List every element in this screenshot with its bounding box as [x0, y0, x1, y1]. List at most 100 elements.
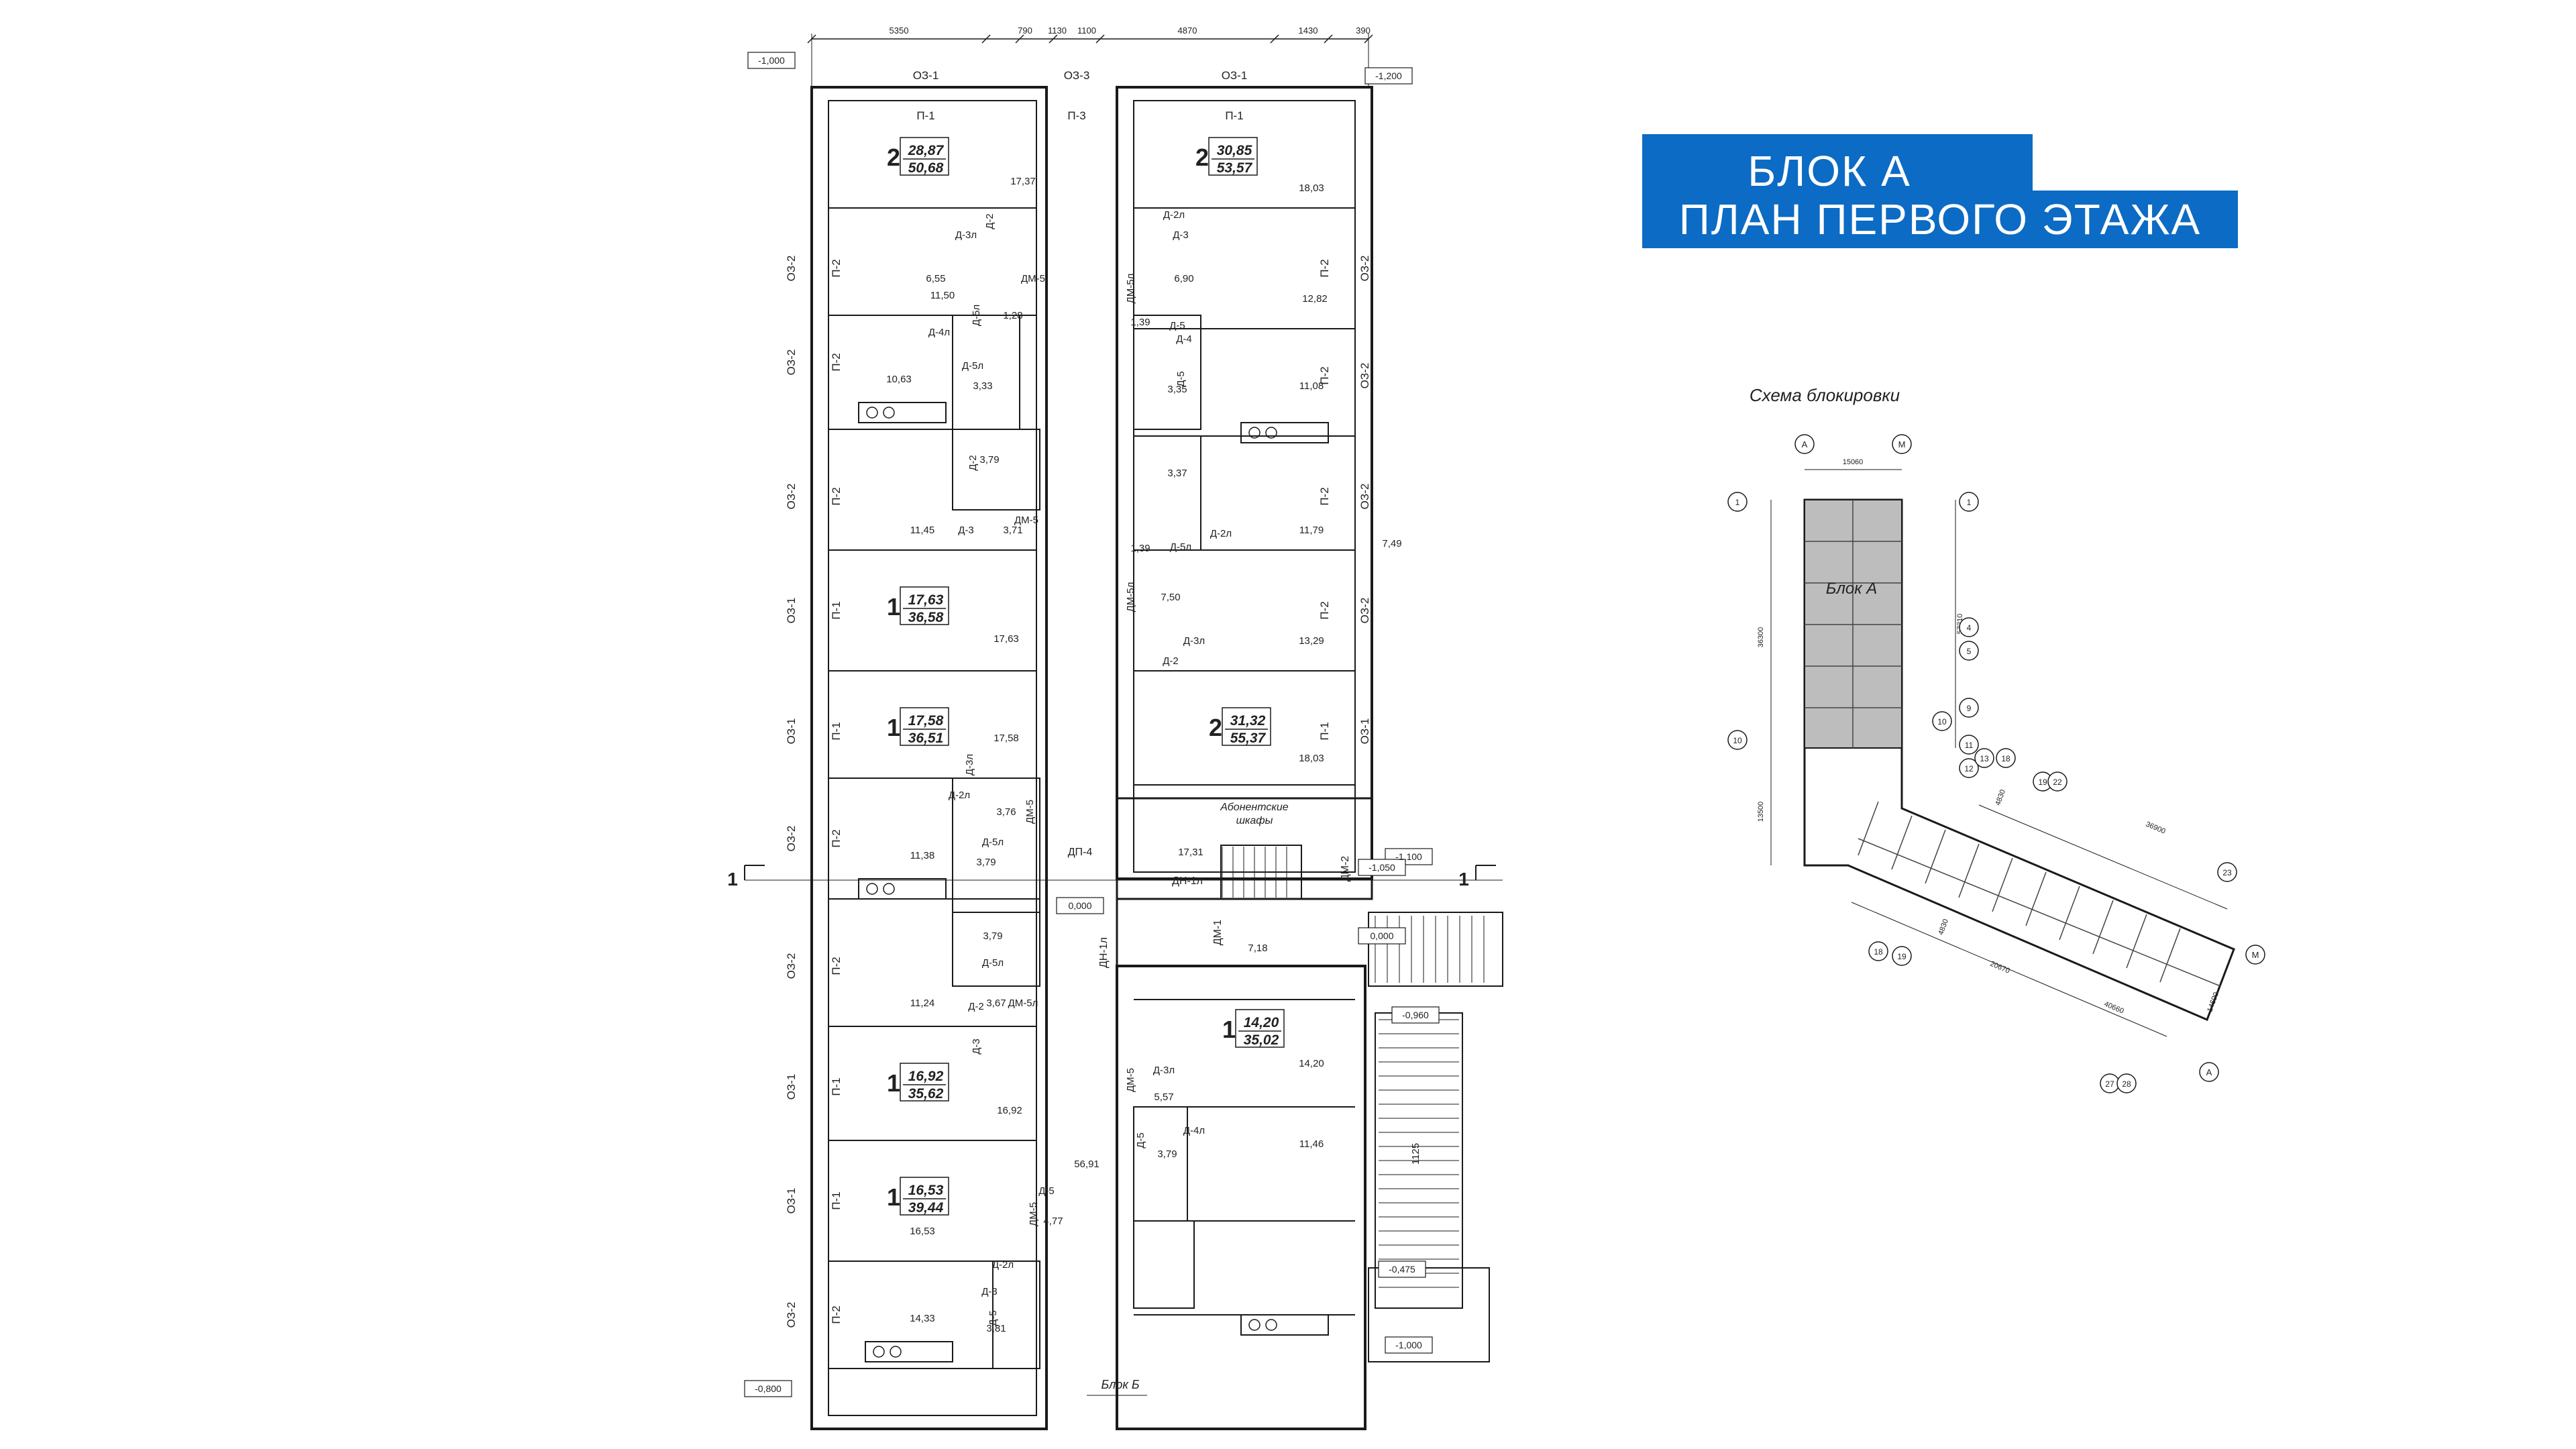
apartment-rooms: 1	[887, 1183, 900, 1211]
scheme-room-line	[2092, 900, 2114, 955]
room-area-right: 17,31	[1178, 847, 1203, 858]
scheme-axis-bubble	[1868, 941, 1888, 961]
apartment-rooms: 1	[887, 1069, 900, 1097]
level-box	[1385, 1336, 1433, 1354]
door-tag: Д-2	[1163, 655, 1179, 667]
entrance-lobby	[1116, 797, 1373, 900]
scheme-dim: 36300	[1757, 627, 1765, 648]
room-area-right: 1,39	[1130, 317, 1150, 328]
scheme-axis-number: 23	[2222, 868, 2232, 877]
door-tag: Д-5	[1135, 1132, 1146, 1148]
room-area-right: 3,37	[1167, 468, 1187, 479]
window-tag-right-inner: П-2	[1318, 366, 1331, 384]
scheme-axis-number: 10	[1937, 717, 1947, 727]
dimension-tick	[807, 34, 816, 44]
apartment-living-area: 17,63	[908, 592, 944, 608]
door-tag: Д-3	[1173, 229, 1189, 241]
scheme-axis-number: 10	[1733, 736, 1742, 745]
apartment-box	[1222, 707, 1271, 746]
stove-burner	[866, 883, 878, 895]
level-mark: -0,800	[755, 1383, 782, 1394]
window-tag-left-inner: П-2	[830, 259, 843, 277]
stove-burner	[1265, 427, 1277, 439]
apartment-box	[900, 1177, 949, 1216]
window-tag-left: ОЗ-1	[785, 718, 798, 745]
scheme-dim: 20670	[1989, 960, 2011, 975]
apartment-box	[1235, 1009, 1285, 1048]
scheme-axis-bubble	[1932, 711, 1952, 731]
scheme-axis-number: 9	[1967, 704, 1972, 713]
room-area-left: 6,55	[926, 273, 945, 284]
scheme-axis-number: 19	[1897, 952, 1907, 961]
scheme-room-line	[1992, 857, 2013, 912]
window-tag-top: ОЗ-1	[1222, 69, 1248, 82]
room-area-left: 11,38	[910, 850, 934, 861]
scheme-title: Схема блокировки	[1750, 385, 1900, 405]
scheme-axis-bubble	[2047, 771, 2068, 792]
stove-burner	[883, 407, 895, 419]
dimension-tick	[1364, 34, 1373, 44]
scheme-axis-number: 18	[1874, 947, 1883, 957]
window-tag-left-inner: П-1	[830, 1191, 843, 1210]
window-tag-left-inner: П-2	[830, 829, 843, 847]
outer-wall-right-upper	[1116, 86, 1373, 880]
corridor-area: 56,91	[1074, 1159, 1099, 1170]
apartment-total-area: 50,68	[908, 160, 944, 176]
scheme-axis-number: 18	[2001, 754, 2010, 763]
bathroom	[1133, 435, 1201, 551]
room-area-right: 13,29	[1299, 635, 1324, 647]
room-area-right: 3,79	[1157, 1148, 1177, 1160]
scheme-room-line	[1925, 829, 1946, 884]
door-tag: Д-2л	[1210, 528, 1232, 539]
scheme-room-line	[1891, 815, 1913, 870]
entry-door-tag: ДМ-1	[1212, 920, 1224, 945]
room-area-left: 3,67	[986, 998, 1006, 1009]
scheme-dim: 14600	[2206, 991, 2220, 1014]
subscriber-cabinets: шкафы	[1236, 815, 1273, 826]
door-tag: ДМ-5л	[1125, 582, 1136, 612]
scheme-axis-bubble	[1959, 617, 1979, 637]
scheme-axis-letter: А	[2206, 1067, 2212, 1077]
scheme-axis-number: 5	[1967, 647, 1972, 656]
scheme-axis-bubble	[1996, 748, 2016, 768]
room-area-right: 11,79	[1299, 525, 1324, 536]
door-tag: Д-3	[958, 525, 974, 536]
door-tag: Д-4	[1176, 333, 1192, 345]
scheme-axis-number: 19	[2038, 777, 2047, 787]
apartment-rooms: 2	[887, 144, 900, 171]
scheme-dim: 15060	[1843, 458, 1864, 466]
room-area-right: 7,50	[1161, 592, 1180, 603]
room-area-right: 11,46	[1299, 1138, 1324, 1150]
window-tag-top: ОЗ-1	[913, 69, 939, 82]
scheme-dim: 40660	[2103, 1000, 2125, 1016]
door-tag: Д-2л	[1163, 209, 1185, 221]
door-tag: ДМ-5л	[1008, 998, 1038, 1009]
room-area-left: 11,24	[910, 998, 934, 1009]
window-tag-left: ОЗ-2	[785, 350, 798, 376]
room-area-left: 11,45	[910, 525, 934, 536]
corridor-door-tag: ДП-4	[1068, 847, 1093, 858]
room-area-right: 3,35	[1167, 384, 1187, 395]
apartment-living-area: 17,58	[908, 713, 944, 729]
level-mark: -1,000	[1395, 1340, 1422, 1350]
bathroom	[1133, 1106, 1188, 1222]
room-area-right: 18,03	[1299, 753, 1324, 764]
bathroom	[952, 777, 1040, 913]
scheme-axis-bubble	[1794, 434, 1815, 454]
door-tag: Д-5	[987, 1310, 999, 1326]
window-tag-top: ОЗ-3	[1064, 69, 1090, 82]
scheme-axis-letter: М	[1898, 439, 1906, 449]
scheme-axis-bubble	[1959, 735, 1979, 755]
window-tag-left: ОЗ-2	[785, 256, 798, 282]
scheme-dim-line	[1851, 902, 2167, 1037]
kitchen-counter	[1240, 1314, 1329, 1336]
scheme-room-line	[2126, 914, 2147, 969]
room-area-left: 3,79	[976, 857, 996, 868]
apartment-total-area: 36,51	[908, 731, 944, 746]
room-area-right: 18,03	[1299, 182, 1324, 194]
level-box	[747, 52, 796, 69]
scheme-axis-number: 11	[1965, 741, 1974, 750]
door-tag: Д-3	[971, 1038, 982, 1055]
window-tag-right: ОЗ-1	[1358, 718, 1371, 745]
room-area-left: 3,71	[1003, 525, 1022, 536]
